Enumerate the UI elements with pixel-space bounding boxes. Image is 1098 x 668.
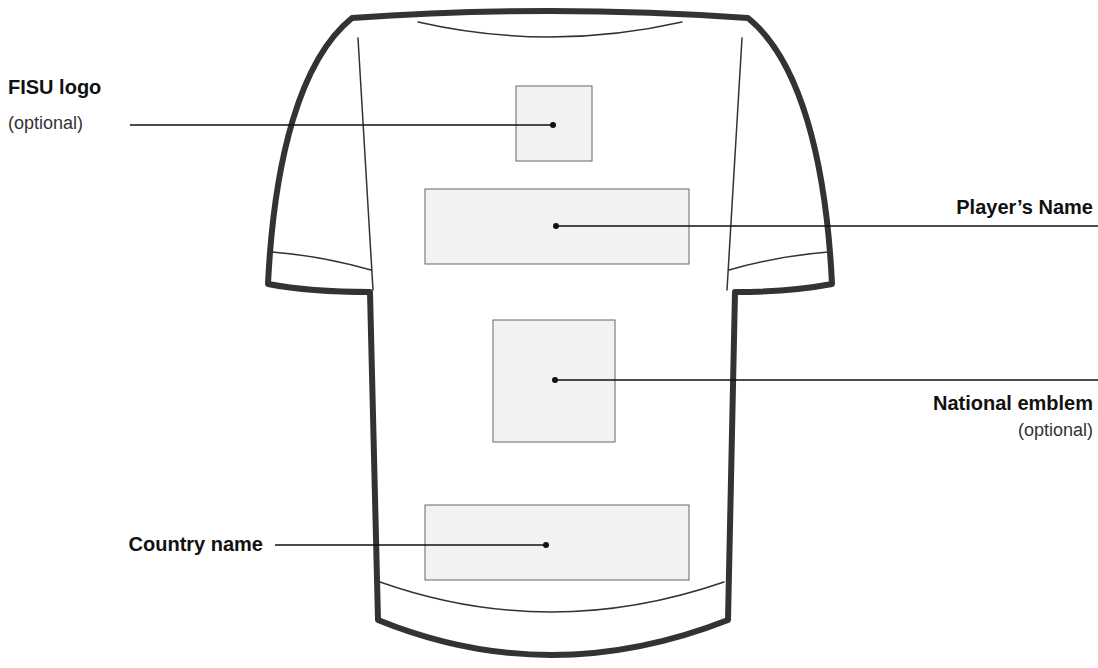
sleeve-seam — [358, 38, 373, 290]
note-label: (optional) — [8, 113, 83, 135]
sleeve-seam — [727, 38, 742, 290]
shirt-outline — [268, 11, 832, 655]
collar-line — [418, 22, 682, 37]
note-label: (optional) — [1018, 420, 1093, 442]
leader-line — [275, 544, 546, 545]
part-label: Player’s Name — [956, 195, 1093, 219]
country-area — [425, 505, 689, 580]
leader-dot — [552, 377, 558, 383]
leader-dot — [553, 223, 559, 229]
part-label: Country name — [129, 532, 263, 556]
cuff-line — [729, 252, 828, 270]
leader-dot — [550, 122, 556, 128]
leader-line — [555, 379, 1098, 380]
part-label: FISU logo — [8, 75, 101, 99]
cuff-line — [272, 252, 371, 270]
logo-area — [516, 86, 592, 161]
leader-line — [130, 124, 553, 125]
emblem-area — [493, 320, 615, 442]
leader-line — [556, 225, 1098, 226]
leader-dot — [543, 542, 549, 548]
hem-line — [380, 582, 724, 612]
part-label: National emblem — [933, 391, 1093, 415]
